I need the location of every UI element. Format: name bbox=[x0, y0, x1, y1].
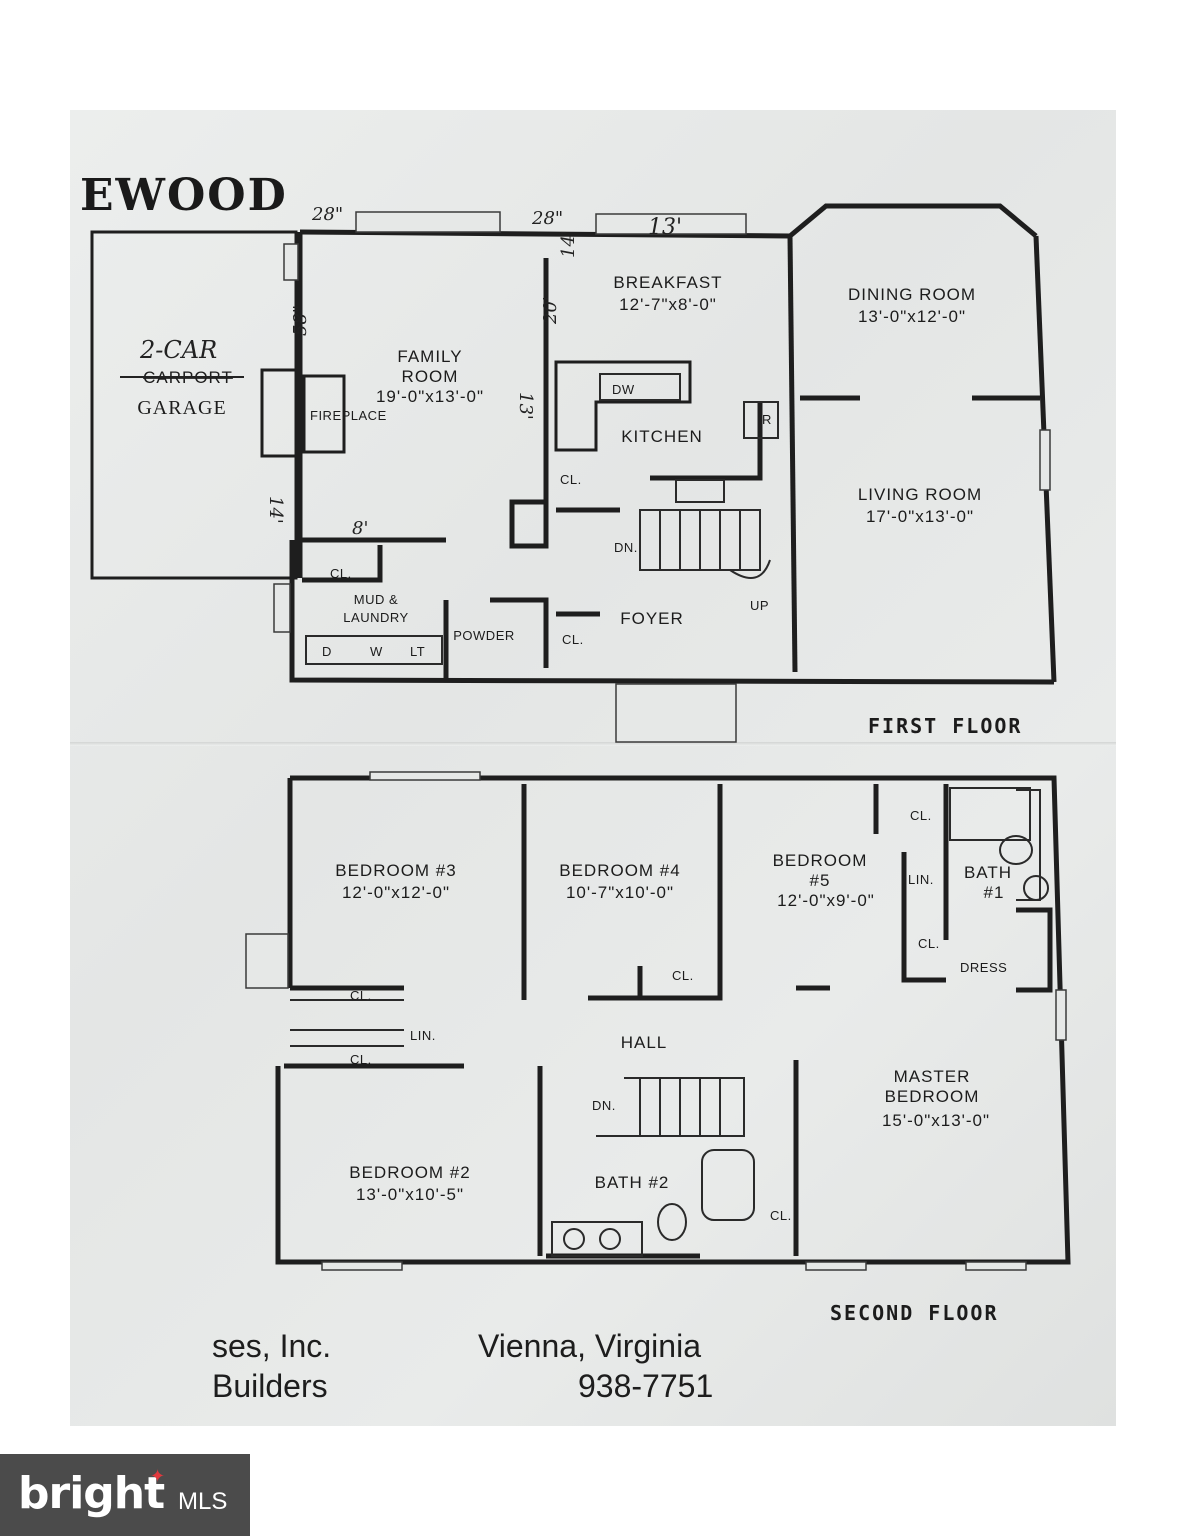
closet-label-bed5: CL. bbox=[910, 808, 932, 823]
second-floor-walls bbox=[245, 771, 1071, 1271]
second-floor-heading: SECOND FLOOR bbox=[830, 1301, 999, 1325]
bed2-label: BEDROOM #2 bbox=[349, 1163, 470, 1182]
dining-size: 13'-0"x12'-0" bbox=[858, 307, 966, 326]
master-label-2: BEDROOM bbox=[885, 1087, 980, 1106]
handwritten-dim-9: 14' bbox=[265, 496, 286, 524]
bed5-size: 12'-0"x9'-0" bbox=[777, 891, 875, 910]
bed5-label-2: #5 bbox=[810, 871, 831, 890]
bed4-size: 10'-7"x10'-0" bbox=[566, 883, 674, 902]
logo-spark-icon: ✦ bbox=[150, 1466, 166, 1486]
stair-up-label: UP bbox=[750, 598, 769, 613]
garage-label: GARAGE bbox=[137, 397, 226, 419]
builder-line-1: ses, Inc. bbox=[212, 1328, 332, 1364]
handwritten-dim-5: 14' bbox=[558, 230, 579, 258]
dryer-label: D bbox=[322, 644, 332, 659]
phone-text: 938-7751 bbox=[578, 1368, 714, 1404]
bright-mls-logo: bright ✦ MLS bbox=[0, 1454, 250, 1536]
bath2-label: BATH #2 bbox=[595, 1173, 670, 1192]
stair-down-label: DN. bbox=[614, 540, 638, 555]
builder-footer: ses, Inc. Builders bbox=[212, 1326, 331, 1406]
powder-label: POWDER bbox=[453, 628, 515, 643]
washer-label: W bbox=[370, 644, 383, 659]
handwritten-2-car: 2-CAR bbox=[139, 336, 217, 364]
bed3-size: 12'-0"x12'-0" bbox=[342, 883, 450, 902]
linen-label-hall: LIN. bbox=[410, 1028, 436, 1043]
handwritten-dim-1: 28" bbox=[311, 204, 343, 225]
handwritten-dim-8: 8' bbox=[352, 518, 368, 539]
city-text: Vienna, Virginia bbox=[478, 1328, 701, 1364]
living-size: 17'-0"x13'-0" bbox=[866, 507, 974, 526]
bed4-label: BEDROOM #4 bbox=[559, 861, 680, 880]
handwritten-dim-7: 13' bbox=[515, 392, 536, 420]
closet-label-bed3: CL. bbox=[350, 988, 372, 1003]
closet-label-master-2: CL. bbox=[770, 1208, 792, 1223]
foyer-label: FOYER bbox=[620, 609, 684, 628]
handwritten-dim-3: 13' bbox=[648, 215, 682, 240]
breakfast-size: 12'-7"x8'-0" bbox=[619, 295, 717, 314]
logo-brand: bright bbox=[18, 1468, 165, 1519]
linen-label-bath: LIN. bbox=[908, 872, 934, 887]
family-label-1: FAMILY bbox=[397, 347, 462, 366]
plan-title: EWOOD bbox=[80, 170, 288, 221]
mud-closet-label: CL. bbox=[330, 566, 352, 581]
handwritten-dim-4: 58" bbox=[290, 305, 311, 336]
dishwasher-label: DW bbox=[612, 382, 635, 397]
dining-label: DINING ROOM bbox=[848, 285, 976, 304]
first-floor-heading: FIRST FLOOR bbox=[868, 714, 1022, 738]
family-label-2: ROOM bbox=[402, 367, 459, 386]
closet-label-master: CL. bbox=[918, 936, 940, 951]
paper-fold bbox=[70, 742, 1116, 746]
foyer-closet-label: CL. bbox=[562, 632, 584, 647]
floor-plan-sheet bbox=[70, 110, 1116, 1426]
bed2-size: 13'-0"x10'-5" bbox=[356, 1185, 464, 1204]
logo-suffix: MLS bbox=[178, 1488, 228, 1515]
family-size: 19'-0"x13'-0" bbox=[376, 387, 484, 406]
closet-label-bed2: CL. bbox=[350, 1052, 372, 1067]
kitchen-closet-label: CL. bbox=[560, 472, 582, 487]
master-size: 15'-0"x13'-0" bbox=[882, 1111, 990, 1130]
mud-label-1: MUD & bbox=[354, 592, 398, 607]
refrigerator-label: R bbox=[762, 412, 772, 427]
builder-line-2: Builders bbox=[212, 1368, 328, 1404]
location-footer: Vienna, Virginia 938-7751 bbox=[478, 1326, 713, 1406]
kitchen-label: KITCHEN bbox=[621, 427, 703, 446]
mud-label-2: LAUNDRY bbox=[343, 610, 408, 625]
fireplace-label: FIREPLACE bbox=[310, 408, 387, 423]
master-label-1: MASTER bbox=[894, 1067, 971, 1086]
bath1-label-1: BATH bbox=[964, 863, 1012, 882]
living-label: LIVING ROOM bbox=[858, 485, 982, 504]
handwritten-dim-2: 28" bbox=[531, 208, 563, 229]
laundry-tub-label: LT bbox=[410, 644, 425, 659]
handwritten-dim-6: 20' bbox=[540, 296, 561, 325]
hall-label: HALL bbox=[621, 1033, 668, 1052]
first-floor-walls bbox=[90, 203, 1057, 743]
bath1-label-2: #1 bbox=[984, 883, 1005, 902]
stair-down-label-2: DN. bbox=[592, 1098, 616, 1113]
dress-label: DRESS bbox=[960, 960, 1007, 975]
bed3-label: BEDROOM #3 bbox=[335, 861, 456, 880]
closet-label-bed4: CL. bbox=[672, 968, 694, 983]
bed5-label-1: BEDROOM bbox=[773, 851, 868, 870]
breakfast-label: BREAKFAST bbox=[613, 273, 722, 292]
